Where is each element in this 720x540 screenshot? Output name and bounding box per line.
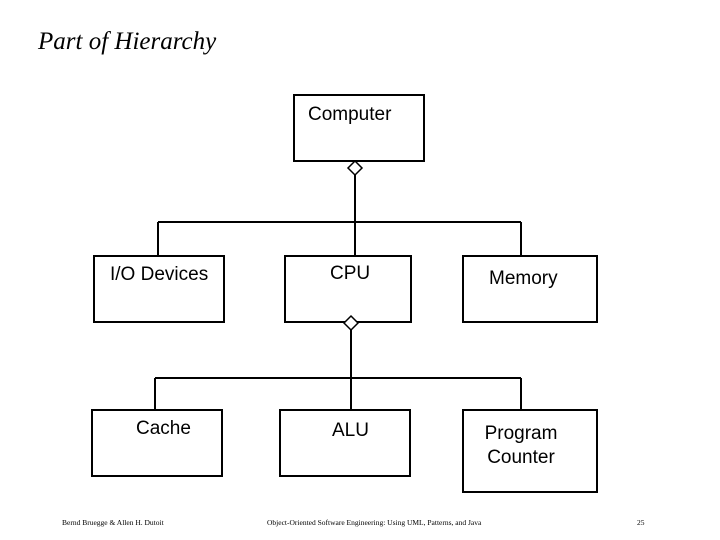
computer-box [293,94,425,162]
cpu-label: CPU [330,263,371,284]
cpu-box [284,255,412,323]
footer-authors: Bernd Bruegge & Allen H. Dutoit [62,518,164,527]
computer-aggregation-diamond [346,159,364,177]
program-counter-line1: Program [484,423,558,444]
alu-box [279,409,411,477]
program-counter-label: Program Counter [466,422,576,470]
computer-aggregation-connector [157,159,522,256]
program-counter-line2: Counter [487,447,555,468]
alu-label: ALU [332,420,369,441]
cpu-aggregation-connector [154,314,522,410]
cache-label: Cache [136,418,191,439]
program-counter-box [462,409,598,493]
computer-label: Computer [308,104,392,125]
slide-title: Part of Hierarchy [38,28,217,55]
cache-box [91,409,223,477]
memory-label: Memory [489,268,558,289]
footer-book-title: Object-Oriented Software Engineering: Us… [267,518,482,527]
io-devices-label: I/O Devices [110,264,209,285]
footer-page-number: 25 [637,518,645,527]
memory-box [462,255,598,323]
cpu-aggregation-diamond [342,314,360,332]
